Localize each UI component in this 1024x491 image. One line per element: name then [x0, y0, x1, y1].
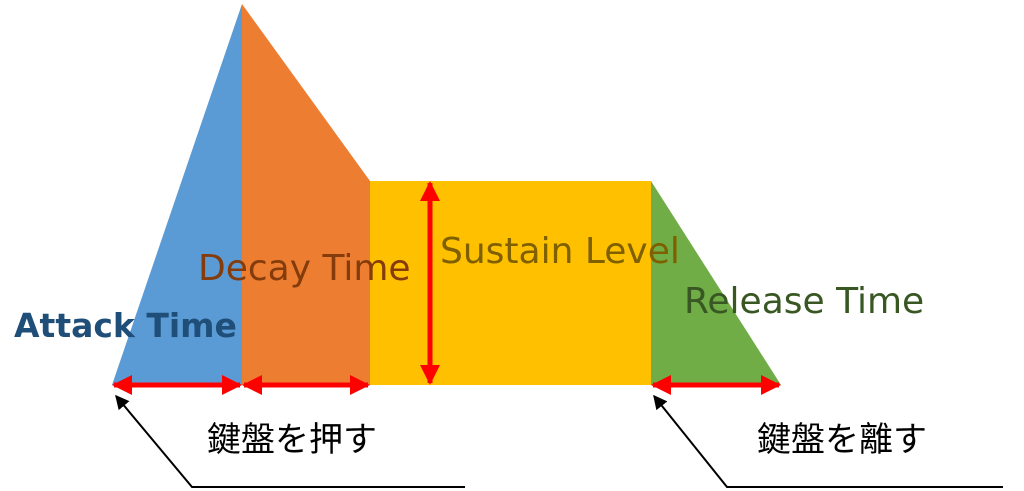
attack-segment	[112, 4, 242, 385]
sustain-segment	[370, 181, 651, 385]
key-release-annotation: 鍵盤を離す	[757, 420, 927, 460]
key-press-annotation: 鍵盤を押す	[207, 420, 377, 460]
attack-time-label: Attack Time	[14, 306, 237, 345]
decay-time-label: Decay Time	[198, 248, 411, 289]
sustain-level-label: Sustain Level	[440, 231, 680, 272]
decay-segment	[242, 4, 370, 385]
key-release-pointer	[653, 394, 1003, 488]
key-press-pointer	[115, 394, 465, 488]
release-time-label: Release Time	[684, 281, 924, 322]
release-segment	[651, 181, 781, 385]
